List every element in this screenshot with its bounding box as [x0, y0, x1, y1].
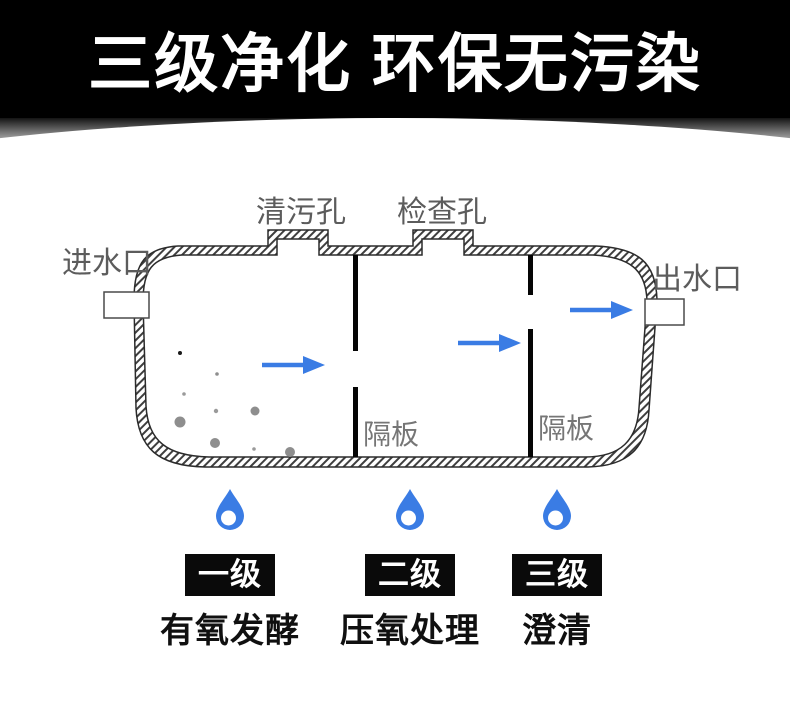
stage-3-badge: 三级	[512, 554, 602, 597]
sludge-particle	[285, 447, 295, 457]
stage-2-label: 压氧处理	[340, 612, 480, 651]
sludge-particle	[182, 392, 186, 396]
inlet-label: 进水口	[62, 247, 152, 280]
outlet-pipe	[644, 298, 685, 326]
baffle-1-label: 隔板	[363, 419, 419, 450]
sludge-particles	[174, 351, 295, 457]
sludge-particle	[252, 447, 256, 451]
stage-column-1: 一级 有氧发酵	[160, 554, 300, 652]
stage-column-2: 二级 压氧处理	[340, 554, 480, 652]
baffle-1-lower	[353, 387, 358, 457]
baffle-1-upper	[353, 255, 358, 351]
sludge-particle	[250, 406, 260, 416]
flow-arrow-1	[262, 356, 325, 374]
outlet-label: 出水口	[652, 263, 742, 296]
stage-column-3: 三级 澄清	[512, 554, 602, 652]
header-banner: 三级净化 环保无污染	[0, 0, 790, 118]
water-drop-icon	[216, 489, 244, 530]
inspect-port-label: 检查孔	[397, 196, 487, 229]
header-fade-gradient	[0, 118, 790, 162]
inlet-pipe	[103, 291, 150, 319]
sludge-particle	[174, 416, 186, 428]
stage-3-label: 澄清	[522, 612, 592, 651]
sludge-particle	[210, 438, 220, 448]
baffle-2-lower	[528, 329, 533, 457]
flow-arrow-2	[458, 334, 521, 352]
baffle-2-upper	[528, 255, 533, 295]
water-drop-icon	[543, 489, 571, 530]
stage-1-label: 有氧发酵	[160, 612, 300, 651]
sludge-particle	[215, 372, 219, 376]
water-drop-icon	[396, 489, 424, 530]
clean-port-label: 清污孔	[256, 196, 346, 229]
stage-1-badge: 一级	[185, 554, 275, 597]
flow-arrow-3	[570, 301, 633, 319]
sludge-particle	[213, 408, 219, 414]
baffle-2-label: 隔板	[538, 413, 594, 444]
stage-2-badge: 二级	[365, 554, 455, 597]
sludge-particle	[178, 351, 182, 355]
page-title: 三级净化 环保无污染	[88, 28, 702, 100]
